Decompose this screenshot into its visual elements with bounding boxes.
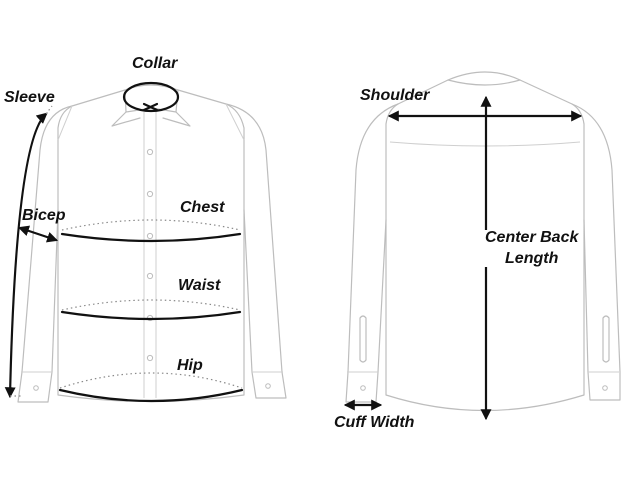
chest-measure-line — [60, 232, 242, 243]
waist-measure-line — [60, 310, 242, 321]
shoulder-label: Shoulder — [360, 87, 430, 104]
sleeve-label: Sleeve — [4, 89, 55, 106]
hip-label: Hip — [177, 357, 203, 374]
hip-measure-line — [58, 388, 244, 403]
cuff-width-label: Cuff Width — [334, 414, 415, 431]
waist-label: Waist — [178, 277, 221, 294]
bicep-label: Bicep — [22, 207, 66, 224]
sleeve-measure-line — [4, 112, 48, 399]
center-back-label: Center Back Length — [484, 229, 580, 267]
waist-back-dotted — [61, 299, 241, 311]
back-right-sleeve — [571, 103, 621, 401]
hip-back-dotted — [59, 372, 243, 389]
chest-back-dotted — [61, 219, 241, 231]
back-collar — [447, 79, 521, 86]
front-shirt — [4, 81, 287, 403]
front-right-sleeve — [225, 103, 287, 399]
back-left-sleeve — [345, 103, 399, 403]
back-body-outline — [385, 71, 585, 412]
front-buttons — [146, 148, 154, 362]
front-left-sleeve — [17, 105, 73, 403]
chest-label: Chest — [180, 199, 225, 216]
center-back-label-line1: Center Back — [485, 229, 579, 246]
center-back-label-line2: Length — [505, 250, 559, 267]
collar-label: Collar — [132, 55, 178, 72]
front-body-outline — [57, 89, 245, 403]
collar-measure-loop — [122, 81, 180, 113]
bicep-measure-line — [17, 225, 59, 243]
front-placket — [143, 112, 157, 398]
